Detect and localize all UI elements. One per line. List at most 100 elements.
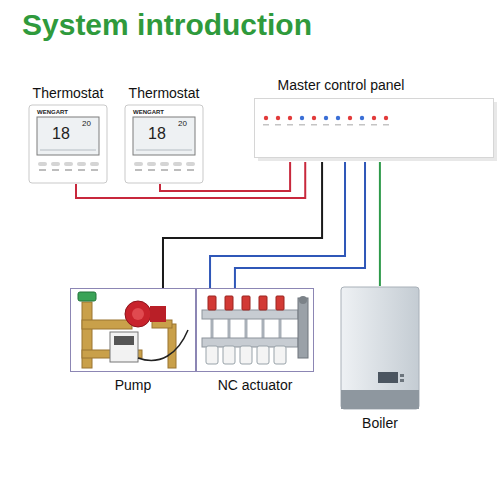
pump-frame — [71, 289, 196, 372]
indicator-led — [348, 116, 352, 120]
actuator-manifold-node: NC actuator — [196, 288, 314, 394]
thermostat-body — [29, 105, 107, 183]
pump-unit — [70, 288, 196, 372]
led-mark — [299, 124, 305, 126]
actuator-wire — [210, 162, 345, 288]
led-mark — [359, 124, 365, 126]
display-reading: 20 — [178, 120, 187, 128]
indicator-led — [372, 116, 376, 120]
thermostat-button — [160, 162, 169, 166]
boiler-wire — [379, 162, 381, 286]
actuator-head — [274, 346, 286, 364]
boiler-button — [400, 374, 404, 377]
brand-name: WENGART — [37, 109, 68, 115]
flow-meter — [259, 296, 267, 310]
thermostat-button — [173, 162, 182, 166]
display-reading: 18 — [148, 126, 166, 142]
brass-pipe — [168, 324, 176, 368]
button-mark — [148, 169, 155, 171]
flow-meter — [208, 296, 216, 310]
led-mark — [347, 124, 353, 126]
device-label: Thermostat — [28, 84, 108, 102]
manifold-frame — [197, 289, 314, 372]
thermostat-drawing — [28, 104, 108, 184]
button-mark — [91, 169, 98, 171]
pump-unit-drawing — [70, 288, 196, 372]
boiler-unit-drawing — [340, 286, 420, 410]
thermostat-button — [134, 162, 143, 166]
screen-divider — [136, 150, 192, 151]
diagram-title: System introduction — [22, 8, 312, 42]
actuator-manifold-drawing — [196, 288, 314, 372]
actuator-head — [240, 346, 252, 364]
thermostat-wire — [76, 162, 305, 198]
display-reading: 20 — [82, 120, 91, 128]
led-mark — [287, 124, 293, 126]
boiler-button — [400, 379, 404, 382]
brand-name: WENGART — [133, 109, 164, 115]
button-mark — [174, 169, 181, 171]
thermostat-button — [77, 162, 86, 166]
pump-unit-node: Pump — [70, 288, 196, 394]
indicator-led — [360, 116, 364, 120]
device-label: Master control panel — [254, 76, 498, 94]
manifold-fitting — [298, 298, 308, 358]
led-mark — [311, 124, 317, 126]
indicator-led — [384, 116, 388, 120]
manifold-bar — [202, 310, 298, 319]
flow-meter — [276, 296, 284, 310]
boiler-display — [378, 372, 398, 383]
indicator-led — [324, 116, 328, 120]
actuator-wire — [235, 162, 365, 288]
thermostat-screen — [37, 117, 99, 155]
indicator-led — [288, 116, 292, 120]
button-mark — [78, 169, 85, 171]
control-panel-drawing — [254, 98, 498, 162]
actuator-head — [223, 346, 235, 364]
controller-box — [110, 332, 138, 362]
device-label: Thermostat — [124, 84, 204, 102]
device-label: Boiler — [336, 414, 424, 432]
pump-wire — [163, 162, 322, 288]
manifold-stem — [279, 319, 282, 338]
button-mark — [39, 169, 46, 171]
thermostat-wire — [160, 162, 290, 191]
controller-screen — [114, 336, 134, 345]
pump-cap — [132, 308, 144, 320]
boiler-unit-node: Boiler — [336, 286, 424, 432]
actuator-manifold — [196, 288, 314, 372]
boiler-base — [341, 390, 419, 409]
led-mark — [335, 124, 341, 126]
indicator-led — [336, 116, 340, 120]
thermostat-body — [125, 105, 203, 183]
manifold-stem — [245, 319, 248, 338]
brass-pipe — [82, 320, 132, 329]
button-mark — [135, 169, 142, 171]
manifold-stem — [262, 319, 265, 338]
panel-body — [255, 99, 494, 158]
thermostat-button — [90, 162, 99, 166]
power-cable — [138, 330, 188, 360]
device-label: NC actuator — [196, 376, 314, 394]
display-reading: 18 — [52, 126, 70, 142]
indicator-led — [276, 116, 280, 120]
button-mark — [187, 169, 194, 171]
led-mark — [275, 124, 281, 126]
button-mark — [161, 169, 168, 171]
boiler-body — [341, 287, 419, 409]
thermostat: WENGART 18 20 — [28, 104, 108, 184]
thermostat-screen — [133, 117, 195, 155]
actuator-head — [206, 346, 218, 364]
flow-meter — [242, 296, 250, 310]
thermostat-node: ThermostatWENGART 18 20 — [28, 84, 108, 186]
led-mark — [263, 124, 269, 126]
led-mark — [371, 124, 377, 126]
screen-divider — [40, 150, 96, 151]
led-mark — [383, 124, 389, 126]
button-mark — [65, 169, 72, 171]
thermostat: WENGART 18 20 — [124, 104, 204, 184]
boiler-unit — [340, 286, 420, 410]
led-mark — [323, 124, 329, 126]
